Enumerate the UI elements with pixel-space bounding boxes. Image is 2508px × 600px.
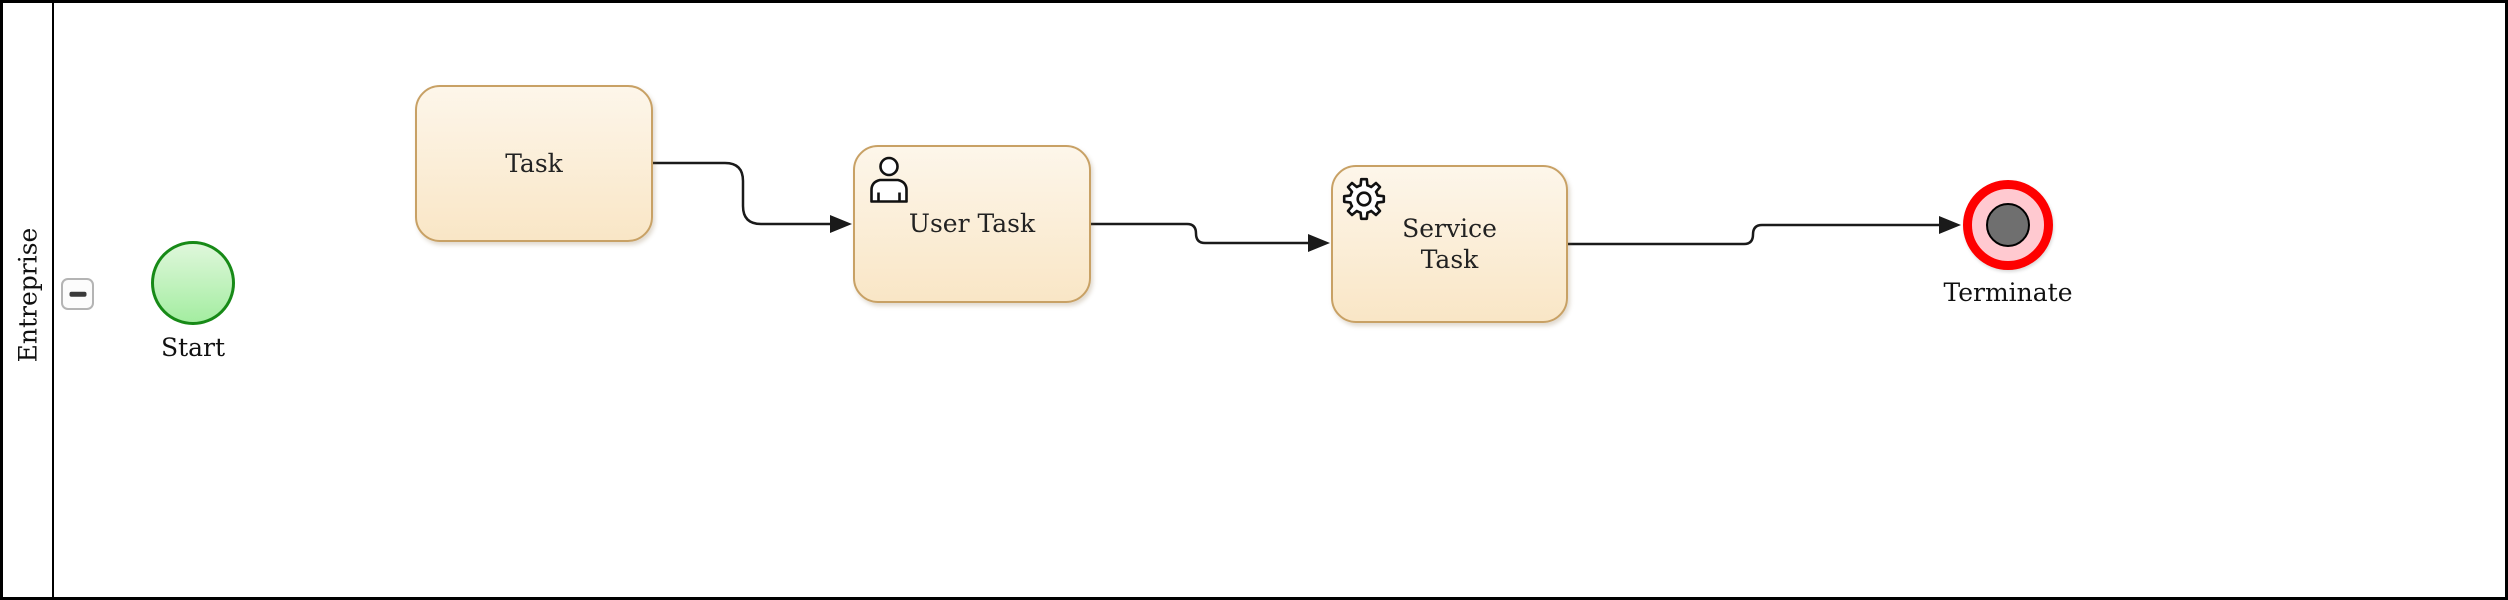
start-event-circle[interactable]	[151, 241, 235, 325]
pool-header-entreprise[interactable]: Entreprise	[3, 3, 54, 597]
terminate-core-icon	[1986, 203, 2030, 247]
sequence-flow-user-task-to-service-task[interactable]	[1091, 222, 1310, 245]
pool-collapse-button[interactable]	[61, 278, 94, 310]
start-event-label: Start	[160, 333, 226, 362]
arrowhead-icon	[830, 215, 852, 233]
minus-icon	[69, 291, 86, 297]
pool-title: Entreprise	[13, 227, 42, 363]
sequence-flow-task-to-user-task[interactable]	[653, 161, 832, 226]
service-task-label: Service Task	[1402, 213, 1497, 274]
user-task-label: User Task	[908, 209, 1036, 239]
user-task-node[interactable]: User Task	[853, 145, 1091, 303]
task-node[interactable]: Task	[415, 85, 653, 242]
user-icon	[867, 156, 911, 208]
gear-icon	[1341, 177, 1387, 225]
service-task-node[interactable]: Service Task	[1331, 165, 1568, 323]
terminate-event-circle[interactable]	[1963, 180, 2053, 270]
sequence-flow-service-task-to-terminate[interactable]	[1568, 223, 1941, 246]
arrowhead-icon	[1308, 234, 1330, 252]
arrowhead-icon	[1939, 216, 1961, 234]
task-label: Task	[505, 148, 563, 178]
sequence-flows-layer	[653, 161, 1961, 252]
terminate-event-label: Terminate	[1943, 278, 2073, 307]
